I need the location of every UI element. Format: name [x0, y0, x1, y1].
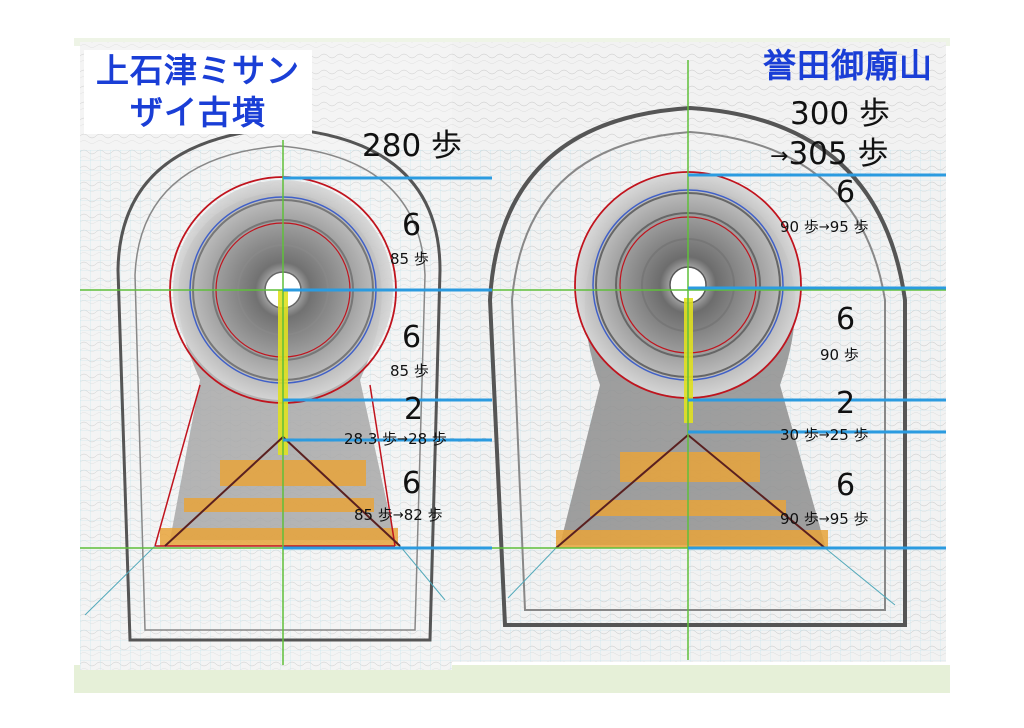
right-section4-steps-to: 95 歩: [829, 510, 869, 528]
right-section1-number: 6: [836, 175, 856, 210]
left-section3-steps: 28.3 歩→28 歩: [344, 428, 447, 449]
left-panel: [80, 42, 452, 670]
right-diagonal-guides: [507, 547, 896, 606]
left-section4-steps: 85 歩→82 歩: [354, 504, 443, 525]
right-section1-steps-from: 90 歩: [780, 218, 819, 236]
left-section1-steps: 85 歩: [390, 250, 429, 268]
left-diagonal-guides: [84, 545, 446, 616]
right-platform-base: [556, 530, 828, 548]
left-section4-steps-from: 85 歩: [354, 506, 393, 524]
right-section3-steps-from: 30 歩: [780, 426, 819, 444]
arrow-icon: →: [818, 428, 830, 443]
left-section4-number: 6: [402, 466, 422, 501]
right-platform-top: [620, 452, 760, 482]
left-section3-steps-to: 28 歩: [408, 430, 447, 448]
right-section3-steps: 30 歩→25 歩: [780, 424, 869, 445]
right-moat-outline: [487, 105, 907, 627]
right-moat-inner: [510, 130, 886, 611]
left-section2-number: 6: [402, 320, 422, 355]
left-platform-top: [220, 460, 366, 486]
arrow-icon: →: [770, 144, 789, 169]
title-right: 誉田御廟山: [748, 46, 948, 86]
title-right-line1: 誉田御廟山: [763, 46, 933, 85]
title-left: 上石津ミサン ザイ古墳: [84, 50, 312, 134]
title-left-line1: 上石津ミサン: [96, 51, 300, 90]
arrow-icon: →: [818, 220, 830, 235]
left-platform-base: [160, 528, 398, 546]
right-section4-steps-from: 90 歩: [780, 510, 819, 528]
left-platform-mid: [184, 498, 374, 512]
right-section2-steps: 90 歩: [820, 346, 859, 364]
left-total-length: 280 歩: [362, 128, 463, 164]
right-section1-steps-to: 95 歩: [829, 218, 869, 236]
left-section3-steps-from: 28.3 歩: [344, 430, 398, 448]
right-section2-number: 6: [836, 302, 856, 337]
right-section4-number: 6: [836, 468, 856, 503]
right-section3-steps-to: 25 歩: [829, 426, 869, 444]
right-total-length-1: 300 歩: [790, 96, 891, 132]
guide-lines: [80, 173, 946, 550]
right-total-length-2-value: 305 歩: [788, 136, 889, 172]
right-total-length-2: →305 歩: [770, 128, 888, 173]
arrow-icon: →: [392, 508, 404, 523]
right-section1-steps: 90 歩→95 歩: [780, 216, 869, 237]
arrow-icon: →: [818, 512, 830, 527]
left-red-outline: [154, 384, 396, 547]
left-section3-number: 2: [404, 392, 424, 427]
arrow-icon: →: [397, 432, 409, 447]
right-section3-number: 2: [836, 386, 856, 421]
left-section1-number: 6: [402, 208, 422, 243]
right-panel: [452, 42, 946, 662]
right-section4-steps: 90 歩→95 歩: [780, 508, 869, 529]
title-left-line2: ザイ古墳: [130, 93, 266, 132]
left-section4-steps-to: 82 歩: [403, 506, 443, 524]
left-moat-inner: [134, 145, 426, 631]
left-section2-steps: 85 歩: [390, 362, 429, 380]
